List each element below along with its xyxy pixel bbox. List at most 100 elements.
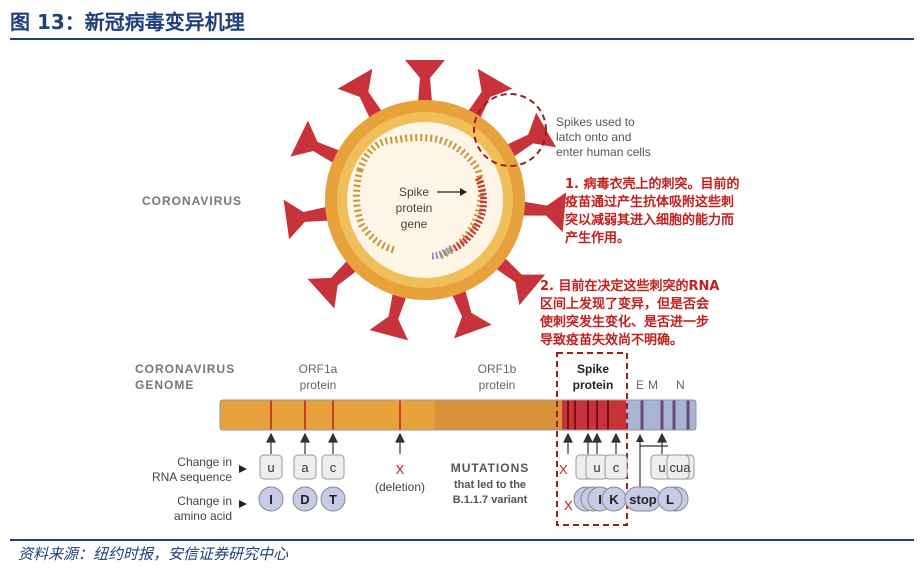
stop-label: stop <box>629 492 657 507</box>
spike-gene-arrowhead <box>460 188 467 196</box>
annotation-2-line-1: 2. 目前在决定这些刺突的RNA <box>540 278 719 294</box>
rna-letter-3: c <box>330 460 337 475</box>
figure-title: 图 13：新冠病毒变异机理 <box>10 10 245 34</box>
rna-box <box>321 454 345 480</box>
annotation-2: 2. 目前在决定这些刺突的RNA 区间上发现了变异，但是否会 使刺突发生变化、是… <box>539 278 719 348</box>
genome-label-2: GENOME <box>135 378 194 392</box>
orf1a-label-2: protein <box>300 378 337 392</box>
spike <box>506 112 557 158</box>
emn-ticks <box>640 400 690 430</box>
spike <box>405 60 445 102</box>
rna-letter-2: a <box>301 460 309 475</box>
n-rna-cua: cua <box>670 460 692 475</box>
coronavirus-label: CORONAVIRUS <box>142 194 242 208</box>
spike-amino-k: K <box>609 492 619 507</box>
amino-letter-2: D <box>300 492 309 507</box>
spike <box>451 289 492 339</box>
spike-gene-label-3: gene <box>401 217 428 231</box>
amino-circle <box>657 486 683 512</box>
spike-amino-circles: I K <box>573 486 627 512</box>
amino-circle <box>292 486 318 512</box>
amino-circle <box>258 486 284 512</box>
orf1b-segment <box>435 400 562 430</box>
annotation-1-line-4: 产生作用。 <box>565 230 630 246</box>
rna-box <box>604 454 628 480</box>
aa-change-label-2: amino acid <box>174 509 232 523</box>
amino-letter-1: I <box>269 492 273 507</box>
stop-arrowhead <box>636 434 644 442</box>
rna-strand-tail <box>353 169 396 254</box>
spike-region-box <box>556 352 628 526</box>
rna-end-segment <box>431 245 454 260</box>
amino-letter-3: T <box>329 492 337 507</box>
spike <box>369 292 409 341</box>
mutation-ticks <box>270 400 401 430</box>
spike-x-1: X <box>559 462 568 477</box>
spike-rna-c: c <box>613 460 620 475</box>
orf1a-segment <box>220 400 435 430</box>
spike <box>337 68 383 119</box>
orf1b-label-2: protein <box>479 378 516 392</box>
rna-change-label-1: Change in <box>177 455 232 469</box>
n-rna-boxes: u cua <box>650 454 695 480</box>
title-rule <box>10 38 914 40</box>
virus-interior <box>347 122 503 278</box>
n-label: N <box>676 378 685 392</box>
n-amino-l: L <box>666 492 674 507</box>
annotation-2-line-3: 使刺突发生变化、是否进一步 <box>539 314 709 330</box>
annotation-2-line-4: 导致疫苗失效尚不明确。 <box>540 332 683 348</box>
spike-gene-label-2: protein <box>396 201 433 215</box>
spike-protein-label-2: protein <box>573 378 614 392</box>
annotation-2-line-2: 区间上发现了变异，但是否会 <box>540 296 710 312</box>
aa-change-pointer <box>239 500 247 508</box>
rna-change-label-2: RNA sequence <box>152 470 232 484</box>
amino-circles: I D T <box>258 486 346 512</box>
rna-boxes: u a c <box>259 454 345 480</box>
rna-box <box>293 454 317 480</box>
e-label: E <box>636 378 644 392</box>
spike-rna-boxes: u c <box>575 454 628 480</box>
annotation-1-line-3: 突以减弱其进入细胞的能力而 <box>565 212 734 228</box>
aa-change-label-1: Change in <box>177 494 232 508</box>
spike-mutation-ticks <box>567 400 609 430</box>
mutations-caption-2: that led to the <box>454 479 526 491</box>
spike <box>522 192 567 233</box>
spikes-note-1: Spikes used to <box>556 115 635 129</box>
spike <box>290 120 340 164</box>
spike <box>495 257 546 306</box>
orf1a-label-1: ORF1a <box>299 362 338 376</box>
spikes <box>283 60 567 341</box>
rna-box <box>259 454 283 480</box>
genome-label-1: CORONAVIRUS <box>135 362 235 376</box>
spikes-note-2: latch onto and <box>556 130 631 144</box>
rna-change-pointer <box>239 465 247 473</box>
spike <box>283 199 329 240</box>
spike-gene-label-1: Spike <box>399 185 429 199</box>
deletion-x: X <box>396 462 405 477</box>
orf1b-label-1: ORF1b <box>478 362 517 376</box>
spike-rna-u: u <box>593 460 600 475</box>
source-note: 资料来源：纽约时报，安信证券研究中心 <box>18 545 289 563</box>
annotation-1-line-2: 疫苗通过产生抗体吸附这些刺 <box>565 194 734 210</box>
spike-x-2: X <box>564 498 573 513</box>
rna-strand <box>356 134 485 260</box>
genome-bar-outline <box>219 399 697 431</box>
spikes-note-3: enter human cells <box>556 145 651 159</box>
mutations-caption-1: MUTATIONS <box>451 461 530 475</box>
source-rule <box>10 539 914 541</box>
spike-gene-segment <box>453 176 487 252</box>
mutation-arrows <box>266 432 667 454</box>
annotation-1-line-1: 1. 病毒衣壳上的刺突。目前的 <box>565 176 740 192</box>
mutations-caption-3: B.1.1.7 variant <box>453 494 528 506</box>
rna-letter-1: u <box>267 460 274 475</box>
rna-box <box>666 454 690 480</box>
n-rna-u: u <box>658 460 665 475</box>
spike-amino-i: I <box>598 492 602 507</box>
spike-protein-label-1: Spike <box>577 362 609 376</box>
spike-segment <box>562 400 626 430</box>
annotation-1: 1. 病毒衣壳上的刺突。目前的 疫苗通过产生抗体吸附这些刺 突以减弱其进入细胞的… <box>565 176 740 246</box>
spike <box>307 260 357 309</box>
m-label: M <box>648 378 658 392</box>
spike-highlight-circle <box>473 93 547 167</box>
